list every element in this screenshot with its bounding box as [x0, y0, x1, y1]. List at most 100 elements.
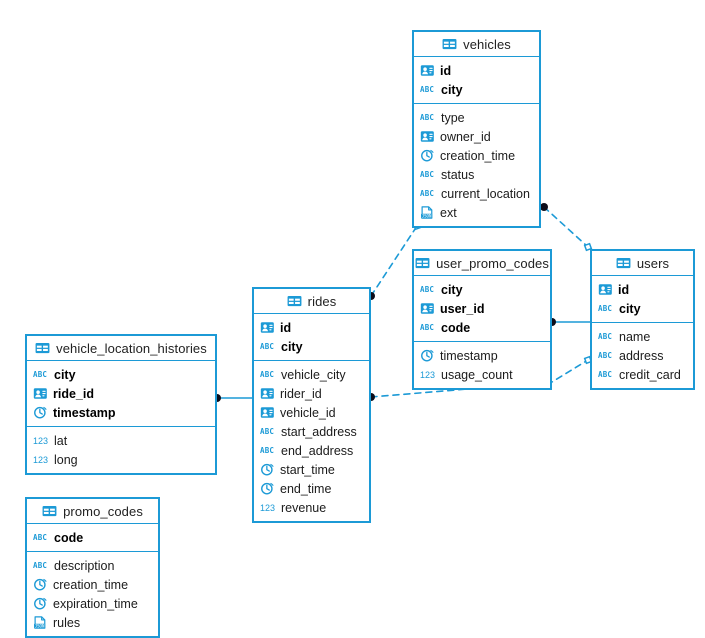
column-row[interactable]: ABC city	[254, 337, 369, 356]
column-name: creation_time	[440, 148, 516, 163]
column-row[interactable]: JSON rules	[27, 613, 158, 632]
table-header[interactable]: users	[592, 251, 693, 276]
column-row[interactable]: ABC name	[592, 327, 693, 346]
abc-text-icon: ABC	[420, 170, 435, 179]
abc-text-icon: ABC	[260, 342, 275, 351]
abc-text-icon: ABC	[598, 304, 613, 313]
column-row[interactable]: end_time	[254, 479, 369, 498]
column-name: creation_time	[53, 577, 129, 592]
column-row[interactable]: vehicle_id	[254, 403, 369, 422]
column-row[interactable]: id	[414, 61, 539, 80]
column-row[interactable]: owner_id	[414, 127, 539, 146]
abc-text-icon: ABC	[420, 285, 435, 294]
column-row[interactable]: start_time	[254, 460, 369, 479]
column-name: end_time	[280, 481, 332, 496]
table-title: vehicle_location_histories	[56, 340, 207, 356]
table-grid-icon	[415, 257, 430, 270]
key-id-card-icon	[598, 283, 613, 296]
abc-text-icon: ABC	[33, 370, 48, 379]
key-id-card-icon	[420, 302, 435, 315]
json-file-icon: JSON	[33, 616, 48, 629]
column-name: owner_id	[440, 129, 491, 144]
abc-text-icon: ABC	[420, 85, 435, 94]
column-name: vehicle_id	[280, 405, 336, 420]
column-row[interactable]: rider_id	[254, 384, 369, 403]
column-name: timestamp	[440, 348, 498, 363]
column-row[interactable]: id	[592, 280, 693, 299]
column-row[interactable]: user_id	[414, 299, 550, 318]
clock-icon	[33, 406, 48, 419]
column-row[interactable]: ride_id	[27, 384, 215, 403]
column-name: city	[54, 367, 76, 382]
relationship-vehicles-to-users	[540, 203, 593, 252]
table-header[interactable]: vehicle_location_histories	[27, 336, 215, 361]
column-name: expiration_time	[53, 596, 138, 611]
column-name: id	[618, 282, 630, 297]
abc-text-icon: ABC	[260, 370, 275, 379]
column-row[interactable]: id	[254, 318, 369, 337]
column-row[interactable]: timestamp	[414, 346, 550, 365]
column-row[interactable]: timestamp	[27, 403, 215, 422]
abc-text-icon: ABC	[260, 427, 275, 436]
table-header[interactable]: user_promo_codes	[414, 251, 550, 276]
abc-text-icon: ABC	[598, 370, 613, 379]
column-name: current_location	[441, 186, 530, 201]
column-name: city	[281, 339, 303, 354]
column-name: code	[54, 530, 84, 545]
abc-text-icon: ABC	[598, 332, 613, 341]
table-grid-icon	[35, 342, 50, 355]
table-header[interactable]: vehicles	[414, 32, 539, 57]
column-row[interactable]: expiration_time	[27, 594, 158, 613]
column-name: name	[619, 329, 651, 344]
table-grid-icon	[616, 257, 631, 270]
table-header[interactable]: rides	[254, 289, 369, 314]
table-title: promo_codes	[63, 503, 143, 519]
column-name: lat	[54, 433, 68, 448]
relationship-upc-to-users	[548, 318, 591, 326]
relationship-vlh-to-rides	[213, 394, 253, 402]
column-name: ride_id	[53, 386, 94, 401]
column-row[interactable]: creation_time	[27, 575, 158, 594]
abc-text-icon: ABC	[598, 351, 613, 360]
column-row[interactable]: ABC city	[27, 365, 215, 384]
column-name: id	[280, 320, 292, 335]
json-file-icon: JSON	[420, 206, 435, 219]
column-name: rules	[53, 615, 81, 630]
svg-text:JSON: JSON	[35, 624, 45, 629]
table-grid-icon	[442, 38, 457, 51]
table-header[interactable]: promo_codes	[27, 499, 158, 524]
column-row[interactable]: creation_time	[414, 146, 539, 165]
abc-text-icon: ABC	[33, 561, 48, 570]
